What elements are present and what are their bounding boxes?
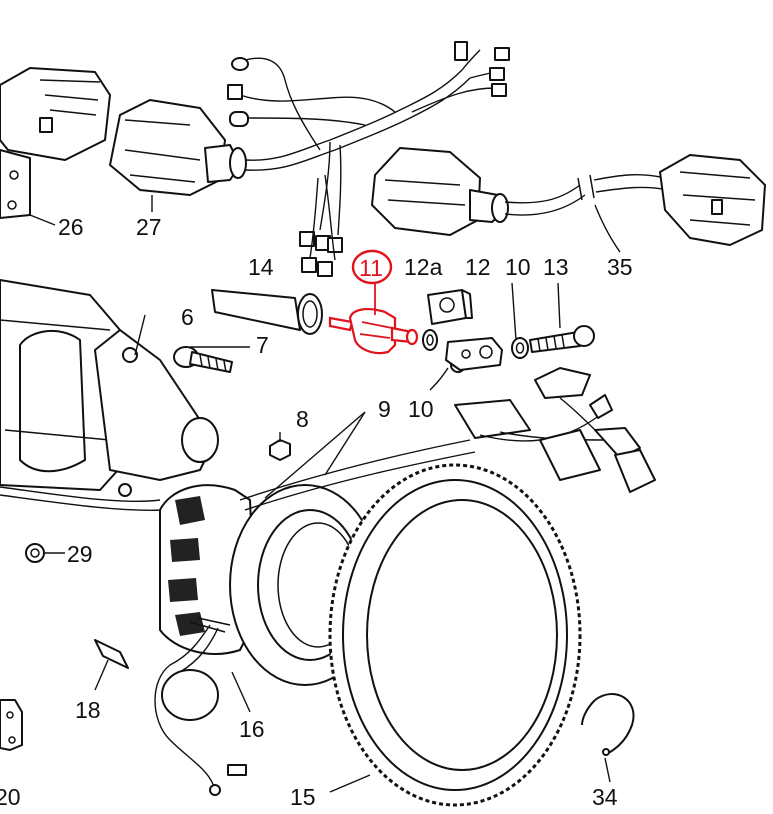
key-18	[94, 639, 129, 669]
clip-12a	[427, 289, 473, 325]
label-8: 8	[296, 406, 309, 432]
label-18: 18	[75, 697, 101, 723]
boot-14	[211, 289, 323, 335]
highlight-circle-11	[351, 249, 393, 285]
label-14: 14	[248, 254, 274, 280]
part-20	[0, 699, 23, 751]
label-11: 11	[359, 255, 383, 281]
label-10-top: 10	[505, 254, 531, 280]
nut-29	[25, 543, 45, 563]
label-6: 6	[181, 304, 194, 330]
label-10-bottom: 10	[408, 396, 434, 422]
starter-motor	[0, 279, 219, 511]
screw-7	[173, 346, 233, 373]
connector-35-right	[659, 154, 766, 246]
label-27: 27	[136, 214, 162, 240]
label-9: 9	[378, 396, 391, 422]
wire-harness	[227, 41, 510, 277]
label-26: 26	[58, 214, 84, 240]
callout-labels: 26 27 14 11 12a 12 10 13 35 6 7 8 9 10 2…	[0, 214, 633, 810]
connector-26	[0, 67, 111, 219]
label-34: 34	[592, 784, 618, 809]
circlip-34	[581, 693, 635, 756]
label-20: 20	[0, 784, 21, 809]
label-13: 13	[543, 254, 569, 280]
bracket-12	[445, 337, 503, 371]
bolt-13	[529, 325, 595, 353]
regulator-wires	[454, 367, 656, 493]
label-29: 29	[67, 541, 93, 567]
stator-16	[154, 484, 256, 796]
connector-27	[109, 99, 247, 196]
label-35: 35	[607, 254, 633, 280]
sensor-11-highlighted	[328, 308, 419, 355]
label-7: 7	[256, 332, 269, 358]
ring-gear-15	[328, 463, 582, 807]
connector-35-left	[371, 147, 669, 236]
nut-8	[269, 439, 291, 461]
label-12: 12	[465, 254, 491, 280]
label-15: 15	[290, 784, 316, 809]
leader-lines	[29, 195, 621, 793]
label-12a: 12a	[404, 254, 443, 280]
label-16: 16	[239, 716, 265, 742]
